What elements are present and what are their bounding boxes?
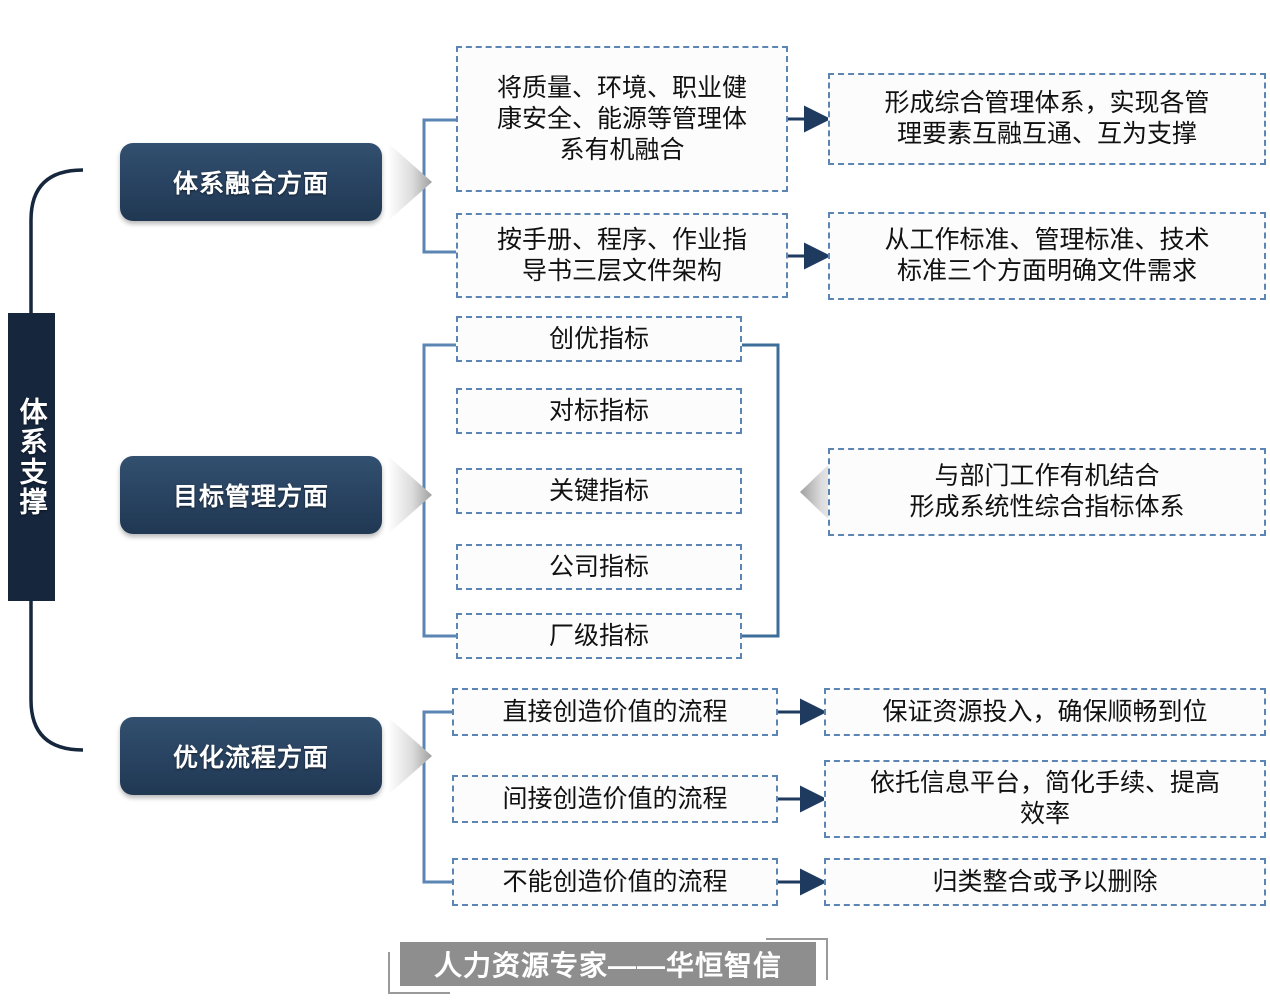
process-item-3-left: 不能创造价值的流程 [452, 858, 778, 906]
spine-connector-bottom [29, 601, 84, 752]
process-item-2-right: 依托信息平台，简化手续、提高 效率 [824, 760, 1266, 838]
branch-pill-label-processes: 优化流程方面 [172, 744, 329, 772]
process-item-2-left: 间接创造价值的流程 [452, 775, 778, 823]
branch-pill-label-objectives: 目标管理方面 [172, 483, 329, 511]
objectives-outcome: 与部门工作有机结合 形成系统性综合指标体系 [828, 448, 1266, 536]
branch-pill-label-integration: 体系融合方面 [172, 170, 329, 198]
bracket-objectives-right [742, 343, 780, 638]
footer-label: 人力资源专家——华恒智信 [400, 942, 816, 986]
objective-indicator-2: 对标指标 [456, 388, 742, 434]
footer-bracket-bottom-left [388, 952, 450, 994]
footer-bracket-top-right [766, 938, 828, 980]
integration-item-2-left: 按手册、程序、作业指 导书三层文件架构 [456, 213, 788, 298]
process-item-1-left: 直接创造价值的流程 [452, 688, 778, 736]
integration-item-1-right: 形成综合管理体系，实现各管 理要素互融互通、互为支撑 [828, 73, 1266, 165]
spine-bar: 体系支撑 [8, 313, 55, 601]
process-item-1-right: 保证资源投入，确保顺畅到位 [824, 688, 1266, 736]
footer-banner: 人力资源专家——华恒智信 [388, 938, 828, 994]
integration-item-2-right: 从工作标准、管理标准、技术 标准三个方面明确文件需求 [828, 212, 1266, 300]
objective-indicator-1: 创优指标 [456, 316, 742, 362]
bracket-objectives-left [422, 343, 456, 638]
chevron-right-icon-processes [388, 717, 432, 795]
branch-pill-processes[interactable]: 优化流程方面 [120, 717, 382, 795]
integration-item-1-left: 将质量、环境、职业健 康安全、能源等管理体 系有机融合 [456, 46, 788, 192]
spine-connector-top [29, 168, 84, 313]
process-item-3-right: 归类整合或予以删除 [824, 858, 1266, 906]
spine-label: 体系支撑 [16, 397, 48, 517]
bracket-integration [422, 118, 456, 254]
bracket-processes [422, 710, 452, 884]
branch-pill-integration[interactable]: 体系融合方面 [120, 143, 382, 221]
objective-indicator-3: 关键指标 [456, 468, 742, 514]
branch-pill-objectives[interactable]: 目标管理方面 [120, 456, 382, 534]
chevron-right-icon-integration [388, 143, 432, 221]
objective-indicator-5: 厂级指标 [456, 613, 742, 659]
chevron-right-icon-objectives [388, 456, 432, 534]
objective-indicator-4: 公司指标 [456, 544, 742, 590]
